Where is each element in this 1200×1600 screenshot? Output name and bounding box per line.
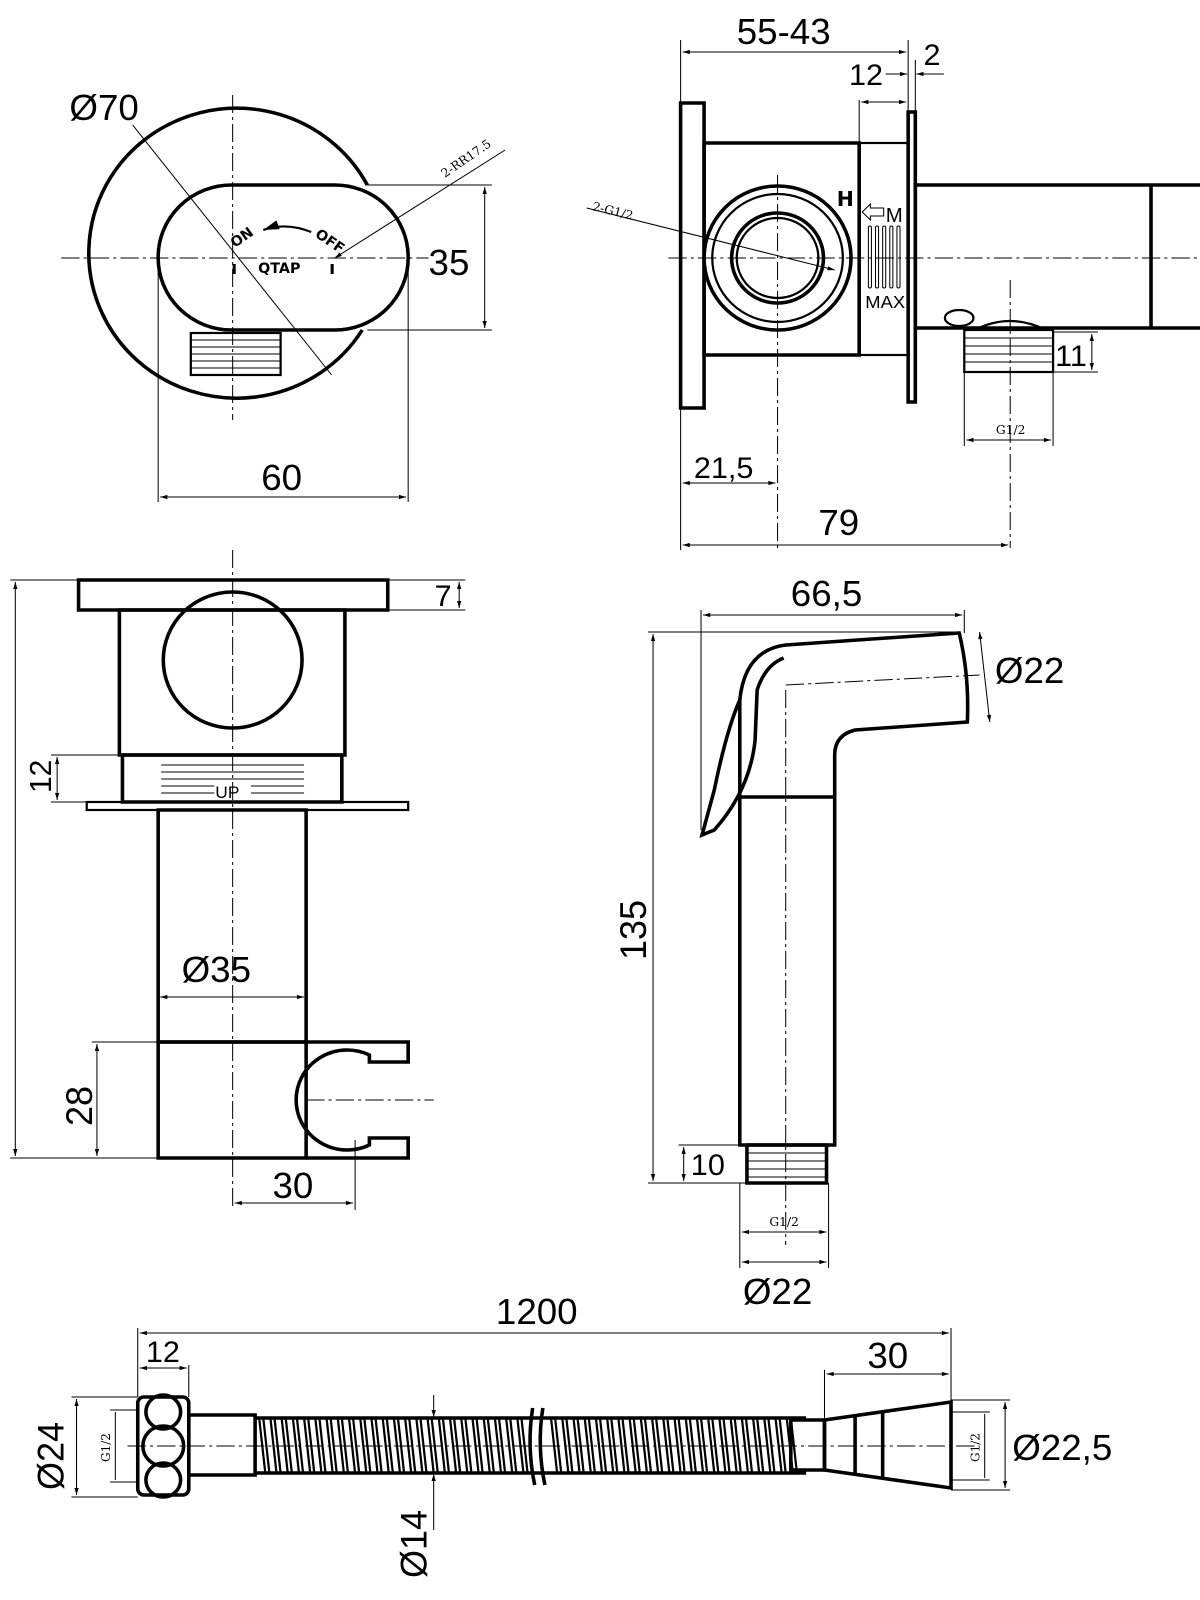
dim-66-5-label: 66,5 [791, 573, 862, 614]
dim-28-label: 28 [59, 1086, 100, 1126]
g12-left-label: G1/2 [99, 1433, 113, 1462]
dim-30-label: 30 [272, 1165, 313, 1206]
dim-dia24-label: Ø24 [30, 1422, 71, 1490]
dim-dia35-label: Ø35 [182, 949, 251, 990]
hand-sprayer: 66,5 Ø22 135 10 G1/2 Ø22 [613, 573, 1065, 1312]
pipe [913, 183, 1200, 330]
on-tick [232, 264, 236, 274]
max-mark: MAX [865, 292, 905, 312]
dim-dia22-5-label: Ø22,5 [1012, 1427, 1112, 1468]
dim-dia22-head-label: Ø22 [995, 650, 1064, 691]
dim-7-label: 7 [435, 580, 452, 613]
dim-11-label: 11 [1055, 340, 1087, 373]
off-tick [330, 264, 334, 274]
g12-label: G1/2 [769, 1215, 798, 1229]
dim-35-label: 35 [429, 242, 470, 283]
rr-label: 2-RR17.5 [439, 137, 494, 181]
thread-lines [190, 339, 281, 369]
g12-label: G1/2 [996, 423, 1025, 437]
sprayer-thread [745, 1143, 829, 1185]
shower-hose: 1200 12 30 Ø24 G1/2 G1/2 Ø22,5 Ø14 [30, 1291, 1112, 1578]
rotate-arrow-icon [262, 220, 312, 234]
dim-2-label: 2 [923, 39, 940, 72]
g12-leader [586, 207, 835, 271]
dim-55-43-label: 55-43 [737, 11, 831, 52]
thread-outlet [963, 328, 1055, 374]
flange [678, 101, 706, 410]
up-mark: UP [215, 782, 239, 802]
top-view: Ø70 2-RR17.5 ON OFF QTAP 35 60 [61, 87, 506, 502]
arrow-left-icon [861, 202, 885, 222]
dim-dia22-head [978, 631, 992, 723]
g12-leader-label: 2-G1/2 [591, 199, 635, 222]
dim-30-label: 30 [867, 1335, 908, 1376]
hose-rib [291, 1417, 305, 1474]
knob [943, 308, 975, 328]
dim-dia22-base-label: Ø22 [743, 1271, 812, 1312]
dim-12-label: 12 [849, 59, 883, 92]
m-mark: M [886, 205, 903, 227]
sprayer-body [738, 631, 970, 1147]
sprayer-lever [699, 656, 785, 838]
adjust-grill [867, 225, 901, 289]
dim-135-label: 135 [613, 900, 654, 960]
front-view: UP 7 12 Ø35 28 30 [10, 550, 466, 1210]
collar [858, 141, 910, 357]
brand-label: QTAP [258, 261, 300, 277]
round-plate-outline [87, 106, 369, 400]
rr-leader [334, 149, 506, 259]
g12-right-label: G1/2 [968, 1433, 982, 1462]
dim-60-label: 60 [261, 457, 302, 498]
valve-body [702, 141, 861, 357]
h-mark: H [837, 187, 854, 211]
dim-dia14-label: Ø14 [393, 1510, 434, 1578]
dim-1200-label: 1200 [496, 1291, 578, 1332]
side-view: 2-G1/2 H M MAX 55-43 12 2 11 G1/2 21,5 7… [586, 11, 1200, 550]
on-label: ON [228, 225, 257, 252]
centerline [785, 674, 980, 686]
dim-79-label: 79 [818, 502, 859, 543]
dim-10-label: 10 [691, 1149, 725, 1182]
conical-nut [822, 1399, 953, 1491]
dim-12-label: 12 [25, 760, 58, 793]
dia70-leader [132, 124, 333, 376]
dim-21-5-label: 21,5 [694, 452, 754, 485]
left-ferrule [186, 1413, 257, 1477]
dia70-label: Ø70 [69, 87, 138, 128]
off-label: OFF [312, 226, 347, 257]
dim-12-label: 12 [146, 1336, 180, 1369]
